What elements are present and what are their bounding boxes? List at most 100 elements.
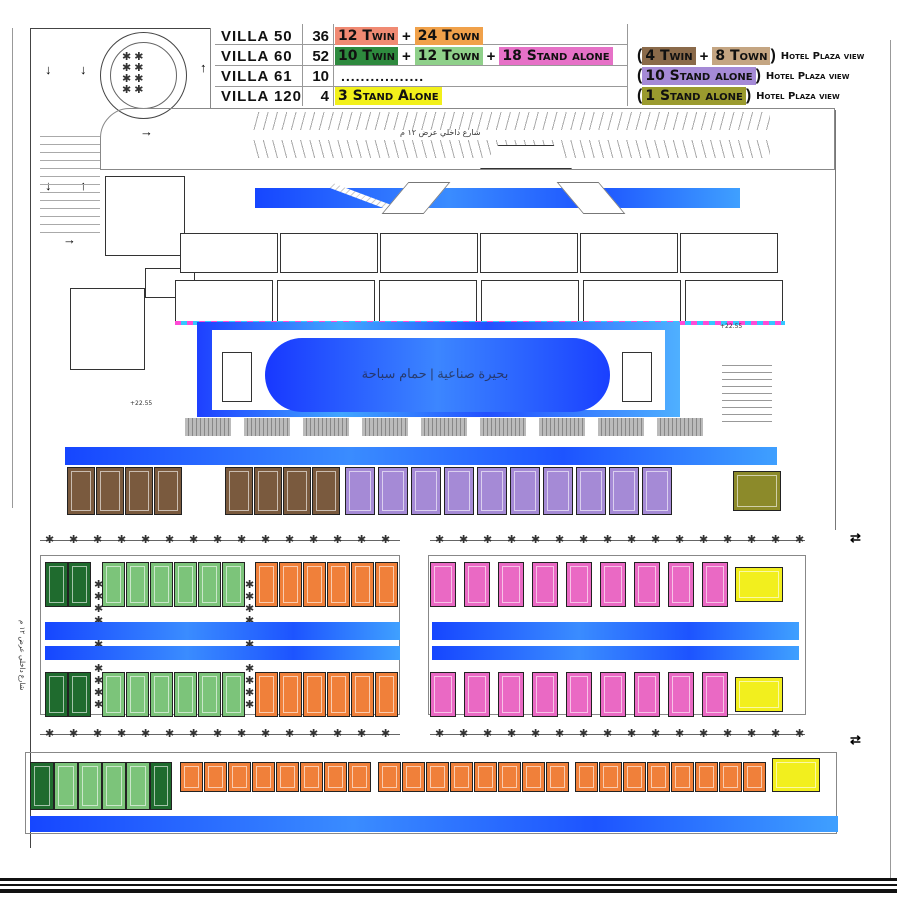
unit-floorplan <box>379 676 394 713</box>
frame-line-2 <box>0 884 897 886</box>
villa-unit-town-50 <box>279 672 302 717</box>
villa-unit-standalone-hotel <box>477 467 507 515</box>
unit-floorplan <box>328 766 343 788</box>
tree-icon: ✱ <box>723 534 733 546</box>
cabana <box>598 418 644 436</box>
tree-icon: ✱ <box>435 728 445 740</box>
unit-floorplan <box>154 566 169 603</box>
cabana-row <box>185 418 705 438</box>
villa-unit-town-50 <box>498 762 521 792</box>
water-strip <box>45 646 400 660</box>
unit-floorplan <box>570 566 588 603</box>
tree-icon: ✱ <box>651 534 661 546</box>
tree-icon: ✱ <box>333 534 343 546</box>
villa-unit-town-50 <box>575 762 598 792</box>
villa-unit-twin <box>45 672 68 717</box>
tree-icon: ✱ <box>213 728 223 740</box>
tree-icon: ✱ <box>795 534 805 546</box>
unit-floorplan <box>158 471 178 511</box>
villa-count: 10 <box>312 67 329 85</box>
villa-unit-town-50 <box>375 672 398 717</box>
tree-icon: ✱ <box>531 534 541 546</box>
unit-floorplan <box>536 566 554 603</box>
block-bottom <box>25 752 837 834</box>
building-block <box>105 176 185 256</box>
villa-unit-town <box>150 672 173 717</box>
villa-unit-town-50 <box>204 762 227 792</box>
villa-unit-twin <box>45 562 68 607</box>
site-boundary-left <box>30 28 31 848</box>
tree-icon: ✱ <box>261 534 271 546</box>
water-strip-bottom <box>30 816 838 832</box>
villa-unit-standalone <box>532 672 558 717</box>
empty-placeholder: ................. <box>341 68 425 84</box>
villa-unit-town-50 <box>303 562 326 607</box>
legend-column-divider <box>627 24 628 106</box>
unit-floorplan <box>502 566 520 603</box>
villa-unit-town-50 <box>546 762 569 792</box>
unit-floorplan <box>130 566 145 603</box>
unit-floorplan <box>699 766 714 788</box>
unit-floorplan <box>331 676 346 713</box>
villa-unit-town-50 <box>623 762 646 792</box>
villa-unit-twin-hotel <box>125 467 153 515</box>
tree-icon: ✱ <box>245 663 255 675</box>
unit-floorplan <box>737 475 777 507</box>
water-strip <box>45 622 400 640</box>
paren: ) <box>755 67 761 84</box>
unit-type-tag: 8 Town <box>712 47 771 65</box>
tree-icon: ✱ <box>94 663 104 675</box>
tree-icon: ✱ <box>94 675 104 687</box>
hotel-water-strip <box>255 188 740 208</box>
paren: ( <box>637 87 643 104</box>
villa-count: 4 <box>320 87 329 105</box>
unit-floorplan <box>502 676 520 713</box>
unit-floorplan <box>129 471 149 511</box>
tree-icon: ✱ <box>723 728 733 740</box>
tree-icon: ✱ <box>245 639 255 651</box>
top-road <box>100 108 835 170</box>
villa-unit-twin <box>150 762 172 810</box>
villa-unit-twin-hotel <box>154 467 182 515</box>
unit-floorplan <box>434 566 452 603</box>
villa-unit-standalone <box>430 562 456 607</box>
tree-icon: ✱ <box>357 728 367 740</box>
tree-icon: ✱ <box>261 728 271 740</box>
villa-unit-town-50 <box>228 762 251 792</box>
tree-icon: ✱ <box>245 699 255 711</box>
villa-unit-standalone <box>566 672 592 717</box>
villa-unit-standalone <box>464 672 490 717</box>
unit-floorplan <box>603 766 618 788</box>
unit-floorplan <box>287 471 307 511</box>
villa-type-name: VILLA 61 <box>221 67 293 85</box>
unit-floorplan <box>706 566 724 603</box>
arrow-left-icon: ⇄ <box>850 530 861 545</box>
villa-type-name: VILLA 50 <box>221 27 293 45</box>
villa-unit-town-hotel <box>254 467 282 515</box>
unit-floorplan <box>478 766 493 788</box>
tree-icon: ✱ <box>747 534 757 546</box>
villa-unit-standalone <box>600 672 626 717</box>
site-boundary-right <box>835 110 836 530</box>
villa-unit-town <box>198 562 221 607</box>
road-label-left: شارع داخلي عرض ١٢ م <box>18 620 26 691</box>
tree-icon: ✱ <box>627 534 637 546</box>
tree-icon: ✱ <box>45 534 55 546</box>
villa-unit-town-50 <box>695 762 718 792</box>
villa-unit-town-50 <box>719 762 742 792</box>
tree-icon: ✱ <box>189 534 199 546</box>
unit-floorplan <box>106 676 121 713</box>
villa-unit-town-50 <box>300 762 323 792</box>
hotel-block <box>685 280 783 322</box>
unit-type-tag: 10 Twin <box>335 47 399 65</box>
villa-unit-standalone-hotel <box>345 467 375 515</box>
tree-icon: ✱ <box>531 728 541 740</box>
villa-unit-120 <box>735 677 783 712</box>
villa-unit-standalone-hotel <box>642 467 672 515</box>
unit-floorplan <box>256 766 271 788</box>
plus-sign: + <box>486 47 496 65</box>
villa-unit-town <box>126 562 149 607</box>
unit-floorplan <box>316 471 336 511</box>
tree-icon: ✱ <box>245 591 255 603</box>
basketball-court <box>622 352 652 402</box>
